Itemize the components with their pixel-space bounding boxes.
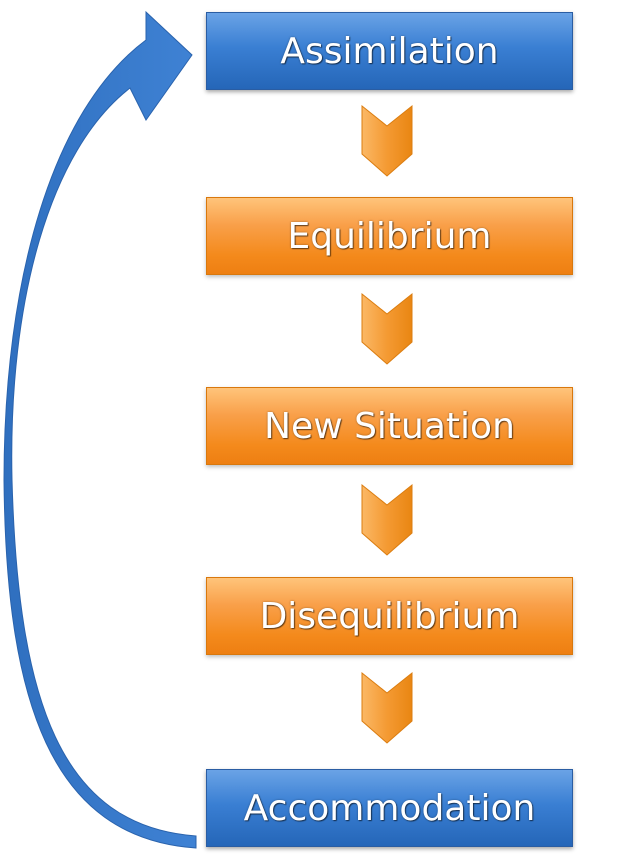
step-label: Assimilation [280,30,499,72]
cycle-arrow-icon [3,10,197,849]
step-label: Accommodation [243,787,536,829]
down-chevron-icon [361,292,413,365]
step-assimilation: Assimilation [206,12,573,90]
down-chevron-icon [361,671,413,744]
step-label: Disequilibrium [259,595,520,637]
step-disequilibrium: Disequilibrium [206,577,573,655]
step-label: Equilibrium [287,215,492,257]
step-new-situation: New Situation [206,387,573,465]
step-label: New Situation [264,405,515,447]
step-equilibrium: Equilibrium [206,197,573,275]
down-chevron-icon [361,104,413,177]
step-accommodation: Accommodation [206,769,573,847]
down-chevron-icon [361,483,413,556]
